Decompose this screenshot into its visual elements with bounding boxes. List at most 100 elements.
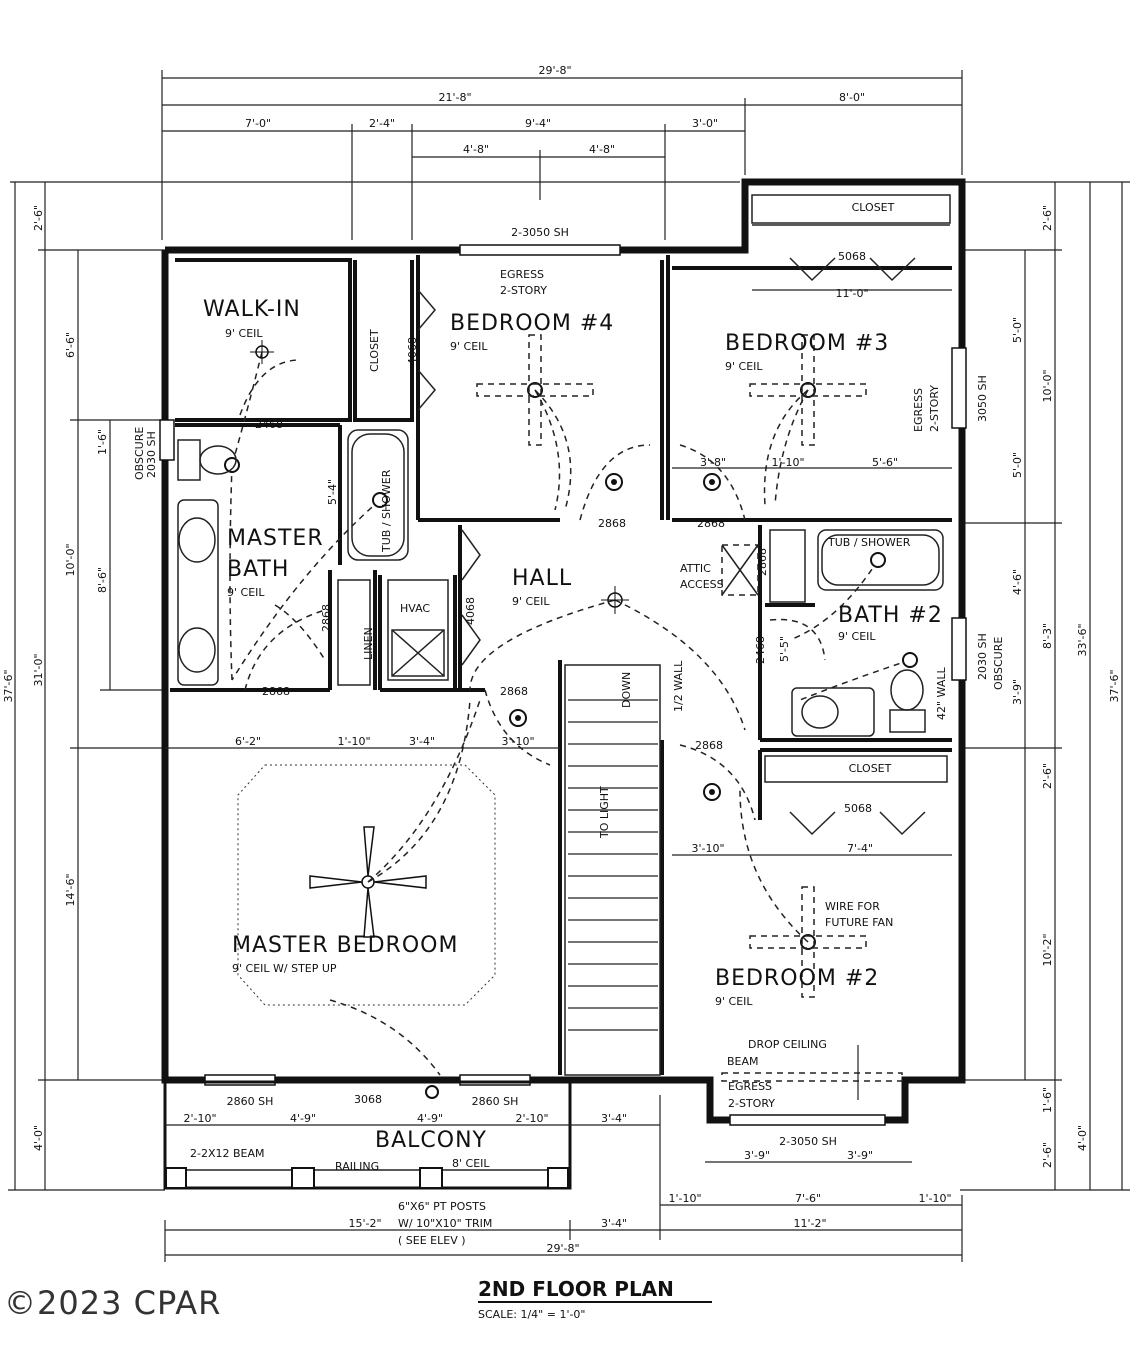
label-win-bal-l: 2860 SH xyxy=(227,1095,274,1108)
dim-bal-c: 4'-9" xyxy=(417,1112,443,1125)
label-closet-top: CLOSET xyxy=(852,201,895,214)
room-master-bedroom-ceil: 9' CEIL W/ STEP UP xyxy=(232,962,337,975)
label-2468-b: 2468 xyxy=(754,636,767,664)
wiring xyxy=(229,351,911,943)
dim-right-l: 4'-0" xyxy=(1076,1125,1089,1151)
bath-fixtures xyxy=(177,429,944,1100)
dim-right-j: 1'-6" xyxy=(1041,1087,1054,1113)
room-master-bath-2: BATH xyxy=(227,557,289,582)
closet-top xyxy=(751,194,951,282)
dim-e1: 1'-10" xyxy=(668,1192,701,1205)
room-bedroom-3: BEDROOM #3 xyxy=(725,331,889,356)
label-win-b2: 2-3050 SH xyxy=(779,1135,837,1148)
dim-left-a: 31'-0" xyxy=(32,653,45,686)
label-down: DOWN xyxy=(620,672,633,708)
room-bath-2-ceil: 9' CEIL xyxy=(838,630,876,643)
dim-top-d2: 4'-8" xyxy=(589,143,615,156)
dim-b2-a: 3'-10" xyxy=(691,842,724,855)
plan-title: 2ND FLOOR PLAN xyxy=(478,1277,674,1301)
label-to-light: TO LIGHT xyxy=(598,786,611,839)
dim-bath-a: 5'-4" xyxy=(326,479,339,505)
label-tub-shower-2: TUB / SHOWER xyxy=(827,536,911,549)
room-balcony-ceil: 8' CEIL xyxy=(452,1157,490,1170)
dim-right-g: 3'-9" xyxy=(1011,679,1024,705)
dim-left-d: 14'-6" xyxy=(64,873,77,906)
label-2468-a: 2468 xyxy=(255,418,283,431)
label-4068-a: 4068 xyxy=(406,337,419,365)
dim-right-top: 2'-6" xyxy=(1041,205,1054,231)
label-posts-2: W/ 10"X10" TRIM xyxy=(398,1217,492,1230)
label-obscure-right-2: OBSCURE xyxy=(992,637,1005,690)
plan-scale: SCALE: 1/4" = 1'-0" xyxy=(478,1308,586,1321)
label-closet-vert: CLOSET xyxy=(368,329,381,372)
label-half-wall: 1/2 WALL xyxy=(672,660,685,712)
dim-left-b: 6'-6" xyxy=(64,332,77,358)
dim-closet-width: 11'-0" xyxy=(835,287,868,300)
plan-title-block: 2ND FLOOR PLAN SCALE: 1/4" = 1'-0" xyxy=(478,1277,712,1321)
dim-top-c1: 7'-0" xyxy=(245,117,271,130)
label-obscure-right-1: 2030 SH xyxy=(976,633,989,680)
label-door-5068-mid: 5068 xyxy=(844,802,872,815)
dim-left-c: 10'-0" xyxy=(64,543,77,576)
dim-right-overall: 37'-6" xyxy=(1108,669,1121,702)
dim-f1: 15'-2" xyxy=(348,1217,381,1230)
label-2868-e: 2868 xyxy=(695,739,723,752)
light-fixtures xyxy=(224,334,918,1099)
room-bedroom-4-ceil: 9' CEIL xyxy=(450,340,488,353)
label-tub-shower-1: TUB / SHOWER xyxy=(380,469,393,553)
door-swings xyxy=(239,359,826,1076)
label-half-wall-2: 42" WALL xyxy=(935,667,948,720)
tray-ceiling xyxy=(237,764,496,1006)
dim-left-f: 1'-6" xyxy=(96,429,109,455)
copyright-watermark: ©2023 CPAR xyxy=(4,1284,221,1322)
room-bedroom-2: BEDROOM #2 xyxy=(715,966,879,991)
dim-mb-c: 3'-4" xyxy=(409,735,435,748)
room-labels: WALK-IN 9' CEIL BEDROOM #4 9' CEIL BEDRO… xyxy=(203,297,942,1170)
room-master-bath-ceil: 9' CEIL xyxy=(227,586,265,599)
dim-e3: 1'-10" xyxy=(918,1192,951,1205)
dim-bath-b: 5'-5" xyxy=(778,636,791,662)
dim-win-a: 3'-9" xyxy=(744,1149,770,1162)
label-beam-2x12: 2-2X12 BEAM xyxy=(190,1147,265,1160)
label-posts-1: 6"X6" PT POSTS xyxy=(398,1200,486,1213)
dim-b3-c: 5'-6" xyxy=(872,456,898,469)
dim-b3-b: 1'-10" xyxy=(771,456,804,469)
dim-top-c3: 9'-4" xyxy=(525,117,551,130)
dim-right-e: 4'-6" xyxy=(1011,569,1024,595)
room-master-bedroom: MASTER BEDROOM xyxy=(232,933,458,958)
label-2868-f: 2868 xyxy=(320,604,333,632)
dim-b2-b: 7'-4" xyxy=(847,842,873,855)
label-4068-b: 4068 xyxy=(464,597,477,625)
dim-top-overall: 29'-8" xyxy=(538,64,571,77)
label-2868-c: 2868 xyxy=(262,685,290,698)
label-wire-fan-2: FUTURE FAN xyxy=(825,916,893,929)
dim-mb-d: 3'-10" xyxy=(501,735,534,748)
dim-f3: 11'-2" xyxy=(793,1217,826,1230)
label-egress-b4-1: EGRESS xyxy=(500,268,544,281)
right-dimensions: 37'-6" 33'-6" 2'-6" 5'-0" 10'-0" 5'-0" 4… xyxy=(960,181,1130,1191)
closet-mid xyxy=(764,755,948,836)
label-beam: BEAM xyxy=(727,1055,759,1068)
room-balcony: BALCONY xyxy=(375,1128,487,1153)
dim-right-h: 2'-6" xyxy=(1041,763,1054,789)
label-obscure-left-2: 2030 SH xyxy=(145,431,158,478)
bottom-dimensions: 2'-10" 4'-9" 4'-9" 2'-10" 3'-4" 3'-9" 3'… xyxy=(164,1095,963,1262)
room-hall: HALL xyxy=(512,566,572,591)
label-attic-2: ACCESS xyxy=(680,578,724,591)
dim-left-overall: 37'-6" xyxy=(2,669,15,702)
dim-mb-b: 1'-10" xyxy=(337,735,370,748)
dim-f2: 3'-4" xyxy=(601,1217,627,1230)
label-door-bal: 3068 xyxy=(354,1093,382,1106)
label-closet-mid: CLOSET xyxy=(849,762,892,775)
dim-bottom-overall: 29'-8" xyxy=(546,1242,579,1255)
ceiling-fan-icon xyxy=(309,826,427,938)
label-egress-b4-2: 2-STORY xyxy=(500,284,547,297)
label-2868-g: 2868 xyxy=(756,548,769,576)
top-dimensions: 29'-8" 21'-8" 8'-0" 7'-0" 2'-4" 9'-4" 3'… xyxy=(10,64,963,240)
dim-right-b: 5'-0" xyxy=(1011,317,1024,343)
dim-left-g: 8'-6" xyxy=(96,567,109,593)
label-linen: LINEN xyxy=(362,627,375,660)
label-obscure-left-1: OBSCURE xyxy=(133,427,146,480)
label-egress-b2-1: EGRESS xyxy=(728,1080,772,1093)
